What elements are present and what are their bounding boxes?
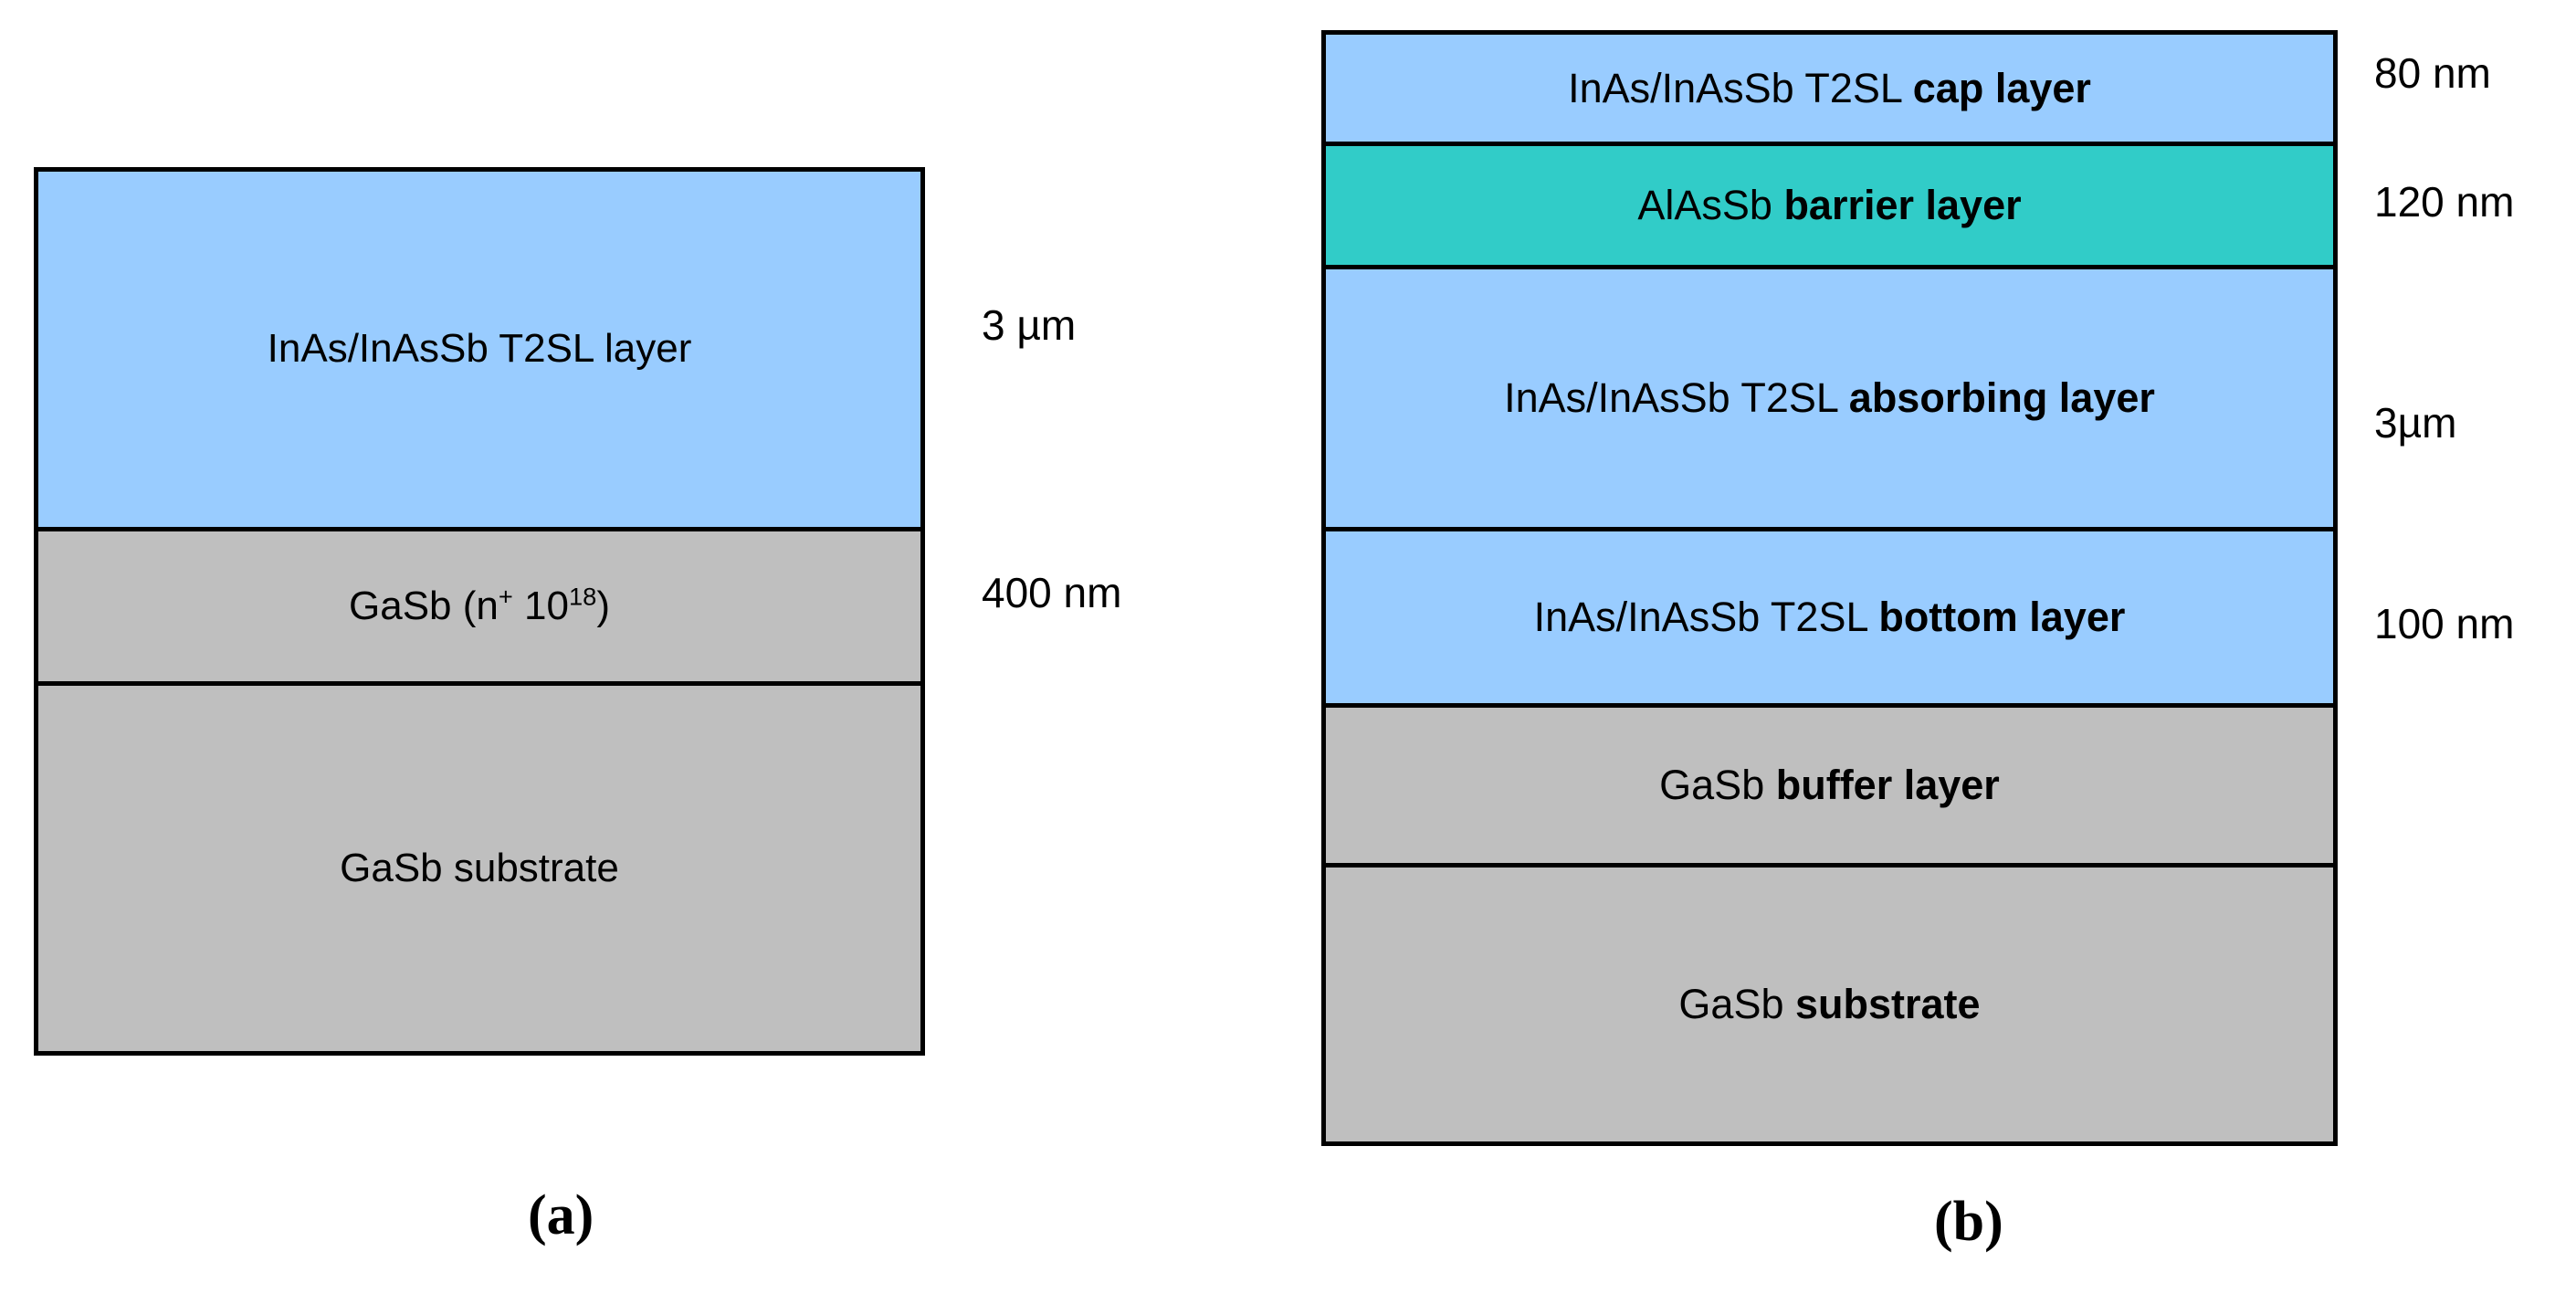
layer-absorbing-layer: InAs/InAsSb T2SL absorbing layer: [1326, 269, 2333, 531]
layer-gasb-substrate: GaSb substrate: [38, 686, 920, 1051]
barrier-layer-text-bold: barrier layer: [1783, 182, 2022, 229]
layer-stack-panel-a: InAs/InAsSb T2SL layer GaSb (n+ 1018) Ga…: [34, 167, 925, 1056]
bottom-layer-text-normal: InAs/InAsSb T2SL: [1533, 594, 1879, 641]
layer-barrier-layer: AlAsSb barrier layer: [1326, 146, 2333, 269]
layer-label-barrier-layer: AlAsSb barrier layer: [1637, 183, 2021, 228]
substrate-layer-text-bold: substrate: [1795, 981, 1981, 1028]
layer-label-gasb-substrate: GaSb substrate: [340, 845, 619, 890]
absorbing-layer-text-bold: absorbing layer: [1848, 374, 2155, 422]
layer-label-gasb-n-doped: GaSb (n+ 1018): [349, 584, 610, 628]
layer-stack-panel-b: InAs/InAsSb T2SL cap layer AlAsSb barrie…: [1321, 30, 2338, 1146]
substrate-layer-text-normal: GaSb: [1678, 981, 1795, 1028]
thickness-label-gasb-n-doped: 400 nm: [982, 569, 1122, 616]
buffer-layer-text-normal: GaSb: [1659, 762, 1776, 809]
cap-layer-text-normal: InAs/InAsSb T2SL: [1568, 64, 1913, 111]
buffer-layer-text-bold: buffer layer: [1775, 762, 2000, 809]
panel-caption-b: (b): [1934, 1191, 2003, 1253]
thickness-label-cap-layer: 80 nm: [2374, 49, 2491, 97]
thickness-label-t2sl-layer: 3 µm: [982, 301, 1077, 349]
thickness-label-barrier-layer: 120 nm: [2374, 178, 2515, 226]
thickness-label-absorbing-layer: 3µm: [2374, 399, 2457, 447]
thickness-label-bottom-layer: 100 nm: [2374, 600, 2515, 647]
cap-layer-text-bold: cap layer: [1912, 64, 2091, 111]
gasb-n-superscript-18: 18: [569, 582, 597, 611]
barrier-layer-text-normal: AlAsSb: [1637, 182, 1784, 229]
layer-label-bottom-layer: InAs/InAsSb T2SL bottom layer: [1534, 594, 2126, 640]
layer-bottom-layer: InAs/InAsSb T2SL bottom layer: [1326, 531, 2333, 708]
layer-label-absorbing-layer: InAs/InAsSb T2SL absorbing layer: [1504, 375, 2155, 421]
layer-label-cap-layer: InAs/InAsSb T2SL cap layer: [1568, 66, 2091, 111]
layer-cap-layer: InAs/InAsSb T2SL cap layer: [1326, 35, 2333, 146]
gasb-n-ten: 10: [512, 583, 569, 628]
panel-caption-a: (a): [528, 1184, 594, 1246]
gasb-n-close-paren: ): [596, 583, 610, 628]
layer-gasb-n-doped: GaSb (n+ 1018): [38, 531, 920, 686]
absorbing-layer-text-normal: InAs/InAsSb T2SL: [1504, 374, 1849, 422]
gasb-n-text: GaSb (n: [349, 583, 499, 628]
layer-substrate-layer: GaSb substrate: [1326, 868, 2333, 1141]
layer-buffer-layer: GaSb buffer layer: [1326, 708, 2333, 868]
layer-label-buffer-layer: GaSb buffer layer: [1659, 762, 2000, 808]
layer-label-substrate-layer: GaSb substrate: [1678, 982, 1980, 1027]
layer-label-t2sl-layer: InAs/InAsSb T2SL layer: [267, 326, 692, 372]
layer-t2sl-layer: InAs/InAsSb T2SL layer: [38, 172, 920, 531]
bottom-layer-text-bold: bottom layer: [1878, 594, 2126, 641]
gasb-n-superscript-plus: +: [498, 582, 513, 611]
